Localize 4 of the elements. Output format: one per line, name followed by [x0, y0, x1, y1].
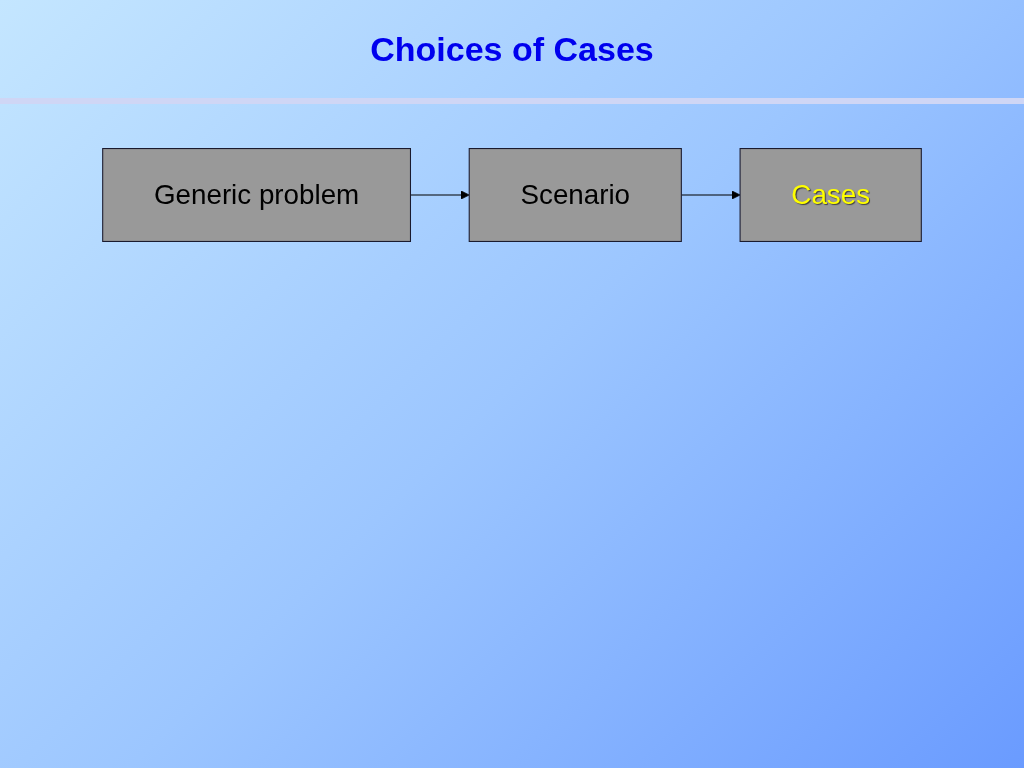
title: Choices of Cases: [370, 29, 654, 69]
node-box: Generic problem: [102, 148, 411, 242]
node-box: Cases: [739, 148, 922, 242]
node-box: Scenario: [468, 148, 682, 242]
